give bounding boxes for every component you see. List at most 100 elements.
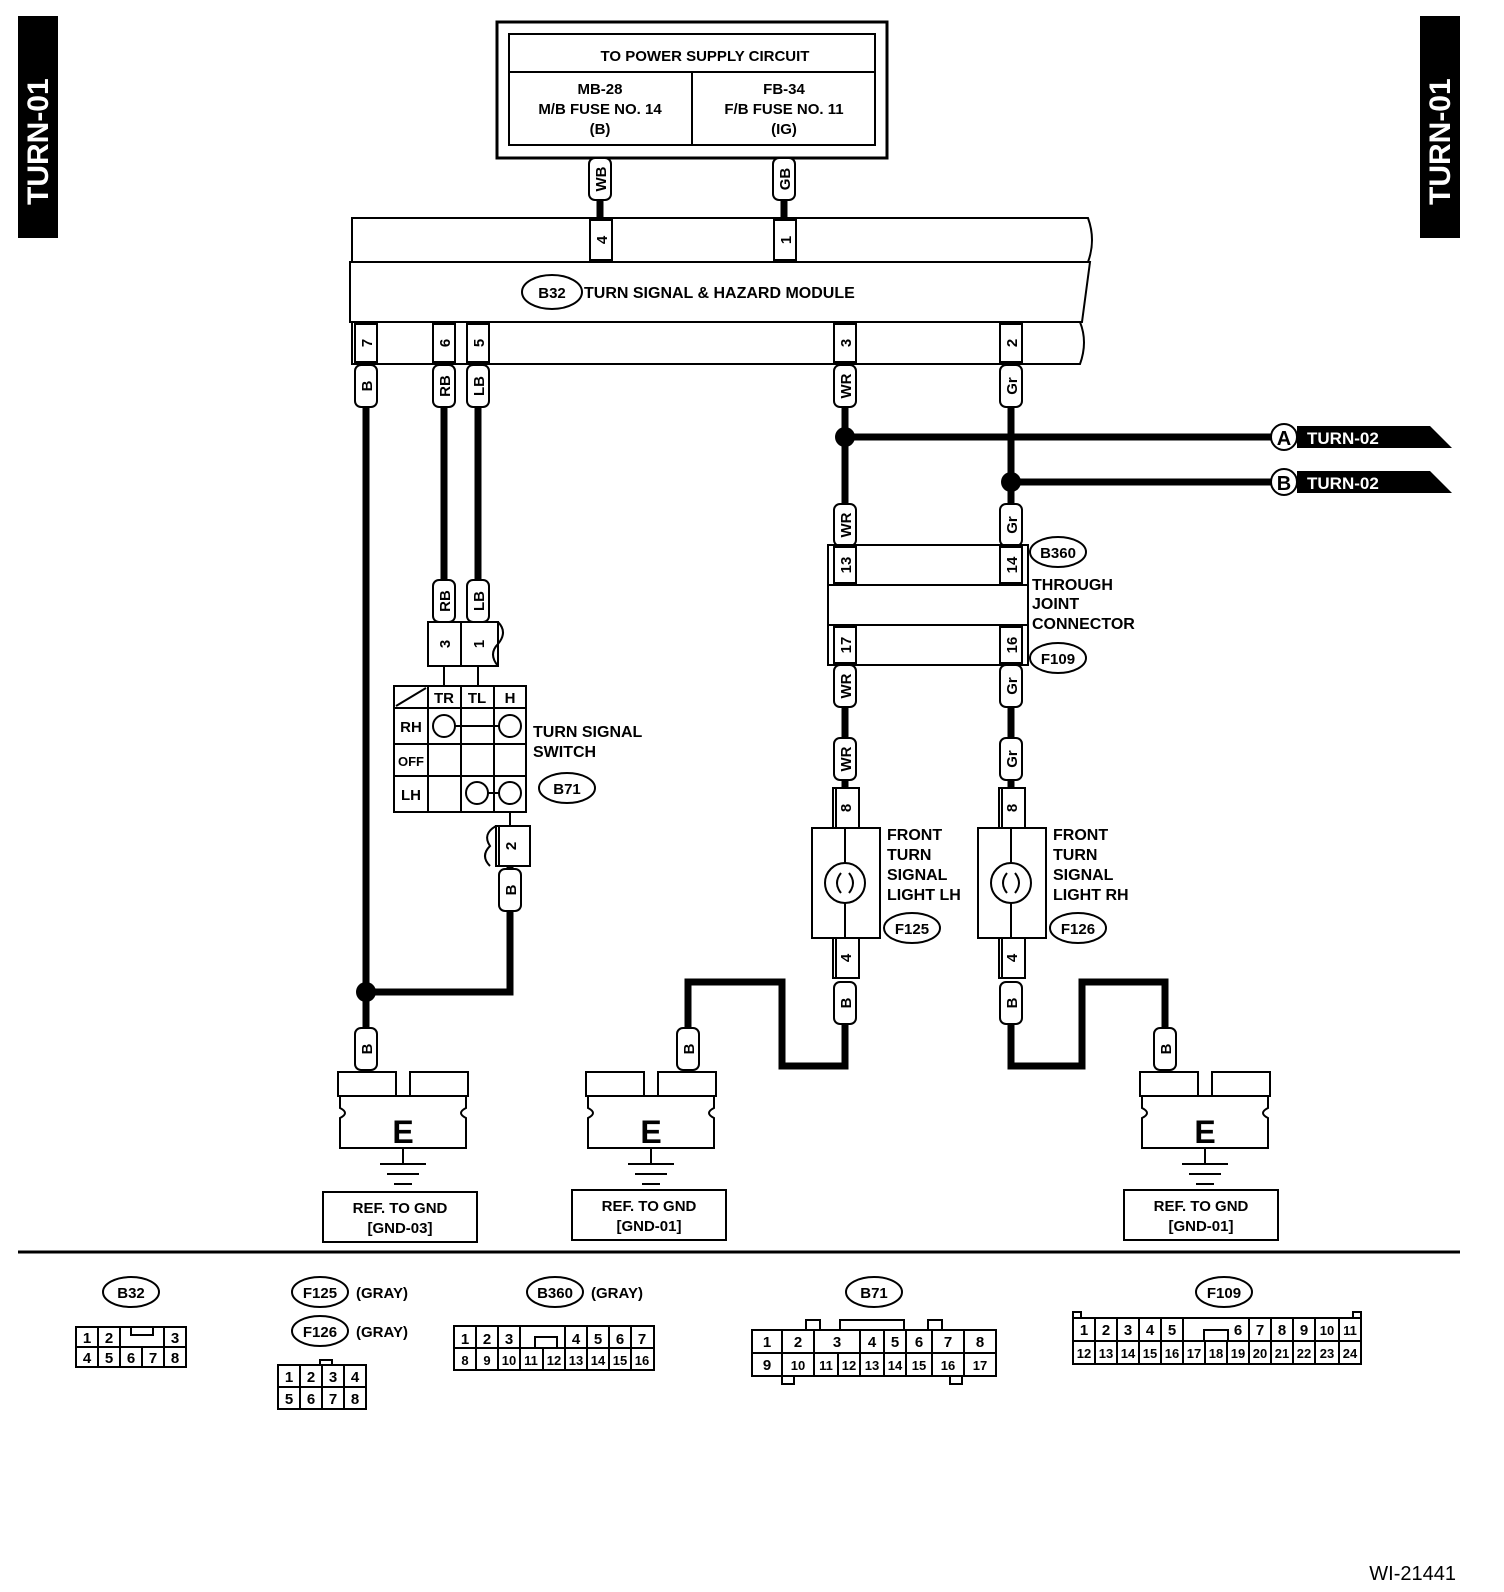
svg-text:TURN-02: TURN-02 — [1307, 429, 1379, 448]
ground-2: E REF. TO GND [GND-01] — [571, 1071, 727, 1241]
svg-text:B32: B32 — [117, 1285, 145, 1302]
svg-text:4: 4 — [1004, 953, 1021, 962]
svg-text:11: 11 — [1343, 1323, 1357, 1338]
svg-text:4: 4 — [868, 1334, 877, 1351]
power-supply-box: TO POWER SUPPLY CIRCUIT MB-28 M/B FUSE N… — [495, 20, 889, 160]
b360-row2: 8 9 10 11 12 13 14 15 16 — [461, 1353, 649, 1368]
svg-text:LIGHT LH: LIGHT LH — [887, 887, 961, 904]
svg-text:14: 14 — [1121, 1346, 1136, 1361]
module-connector-id: B32 — [538, 285, 566, 302]
page-tag-right-text: TURN-01 — [1424, 78, 1457, 205]
through-joint-connector: 13 14 17 16 B360 THROUGH JOINT CONNECTOR… — [827, 536, 1135, 674]
svg-text:Gr: Gr — [1004, 750, 1021, 768]
svg-text:TL: TL — [468, 690, 486, 707]
svg-text:1: 1 — [83, 1330, 91, 1347]
svg-text:B: B — [1004, 997, 1021, 1008]
svg-text:WR: WR — [838, 673, 855, 698]
power-wires — [596, 158, 788, 218]
svg-text:F125: F125 — [303, 1285, 337, 1302]
svg-text:TR: TR — [434, 690, 454, 707]
svg-text:WR: WR — [838, 373, 855, 398]
svg-text:12: 12 — [547, 1353, 561, 1368]
svg-text:8: 8 — [1278, 1322, 1286, 1339]
svg-text:(IG): (IG) — [771, 121, 797, 138]
svg-text:13: 13 — [865, 1358, 879, 1373]
connector-view-f125-f126: F125 (GRAY) F126 (GRAY) 1 2 3 4 5 6 7 8 — [277, 1276, 408, 1410]
svg-text:WB: WB — [593, 166, 610, 191]
turn-light-lh: 8 4 FRONT TURN SIGNAL LIGHT LH F125 — [811, 787, 961, 979]
svg-text:E: E — [392, 1114, 413, 1150]
svg-text:4: 4 — [594, 235, 611, 244]
svg-text:6: 6 — [127, 1350, 135, 1367]
svg-text:4: 4 — [1146, 1322, 1155, 1339]
page-tag-left: TURN-01 — [18, 16, 58, 238]
svg-text:9: 9 — [483, 1353, 490, 1368]
svg-text:LH: LH — [401, 787, 421, 804]
svg-text:8: 8 — [838, 804, 855, 812]
svg-text:5: 5 — [285, 1391, 293, 1408]
svg-text:B71: B71 — [553, 781, 581, 798]
svg-text:(GRAY): (GRAY) — [356, 1324, 408, 1341]
svg-text:B: B — [1277, 473, 1291, 495]
svg-text:3: 3 — [505, 1331, 513, 1348]
svg-text:A: A — [1277, 428, 1291, 450]
ground-1: E REF. TO GND [GND-03] — [322, 1071, 478, 1243]
svg-text:WR: WR — [838, 746, 855, 771]
module-name: TURN SIGNAL & HAZARD MODULE — [584, 285, 855, 302]
svg-text:Gr: Gr — [1004, 377, 1021, 395]
svg-text:TURN: TURN — [1053, 847, 1097, 864]
svg-text:6: 6 — [915, 1334, 923, 1351]
ground-3: E REF. TO GND [GND-01] — [1123, 1071, 1279, 1241]
svg-text:5: 5 — [594, 1331, 602, 1348]
svg-text:9: 9 — [1300, 1322, 1308, 1339]
wire-badges: WB GB B RB LB WR Gr WR Gr RB LB WR Gr WR… — [354, 157, 1177, 1071]
svg-text:20: 20 — [1253, 1346, 1267, 1361]
svg-text:12: 12 — [1077, 1346, 1091, 1361]
svg-text:7: 7 — [1256, 1322, 1264, 1339]
svg-text:B360: B360 — [1040, 545, 1076, 562]
svg-text:7: 7 — [149, 1350, 157, 1367]
svg-text:(GRAY): (GRAY) — [591, 1285, 643, 1302]
svg-text:H: H — [505, 690, 516, 707]
svg-text:F109: F109 — [1041, 651, 1075, 668]
svg-text:B: B — [681, 1043, 698, 1054]
svg-text:11: 11 — [819, 1358, 833, 1373]
b360-row1: 1 2 3 4 5 6 7 — [461, 1331, 646, 1348]
svg-text:22: 22 — [1297, 1346, 1311, 1361]
svg-text:14: 14 — [591, 1353, 606, 1368]
svg-text:14: 14 — [1004, 556, 1021, 573]
svg-text:15: 15 — [613, 1353, 627, 1368]
svg-text:SWITCH: SWITCH — [533, 744, 596, 761]
svg-text:M/B FUSE NO. 14: M/B FUSE NO. 14 — [538, 101, 662, 118]
svg-text:FB-34: FB-34 — [763, 81, 805, 98]
turn-light-rh: 8 4 FRONT TURN SIGNAL LIGHT RH F126 — [977, 787, 1129, 979]
svg-text:3: 3 — [1124, 1322, 1132, 1339]
svg-text:14: 14 — [888, 1358, 903, 1373]
page-tag-right: TURN-01 — [1420, 16, 1460, 238]
svg-text:16: 16 — [1004, 637, 1021, 654]
svg-text:24: 24 — [1343, 1346, 1358, 1361]
svg-text:17: 17 — [1187, 1346, 1201, 1361]
connector-view-b32: B32 1 2 3 4 5 6 7 8 — [75, 1276, 187, 1368]
svg-text:15: 15 — [912, 1358, 926, 1373]
svg-text:9: 9 — [763, 1357, 771, 1374]
svg-text:5: 5 — [471, 339, 488, 347]
module-b32: 4 1 B32 TURN SIGNAL & HAZARD MODULE 7 6 … — [349, 217, 1093, 365]
svg-text:16: 16 — [1165, 1346, 1179, 1361]
svg-text:2: 2 — [483, 1331, 491, 1348]
f109-grid — [1094, 1318, 1340, 1364]
svg-text:3: 3 — [437, 640, 454, 648]
svg-text:10: 10 — [791, 1358, 805, 1373]
svg-text:23: 23 — [1320, 1346, 1334, 1361]
power-supply-title: TO POWER SUPPLY CIRCUIT — [601, 48, 810, 65]
turn-signal-switch: 3 1 TR TL H RH OFF LH 2 TURN SIGNAL SWIT… — [393, 621, 643, 867]
svg-text:B: B — [359, 380, 376, 391]
svg-text:6: 6 — [307, 1391, 315, 1408]
svg-text:8: 8 — [171, 1350, 179, 1367]
svg-text:SIGNAL: SIGNAL — [887, 867, 948, 884]
svg-text:13: 13 — [838, 557, 855, 574]
svg-text:4: 4 — [83, 1350, 92, 1367]
svg-text:16: 16 — [941, 1358, 955, 1373]
svg-text:LB: LB — [471, 376, 488, 396]
